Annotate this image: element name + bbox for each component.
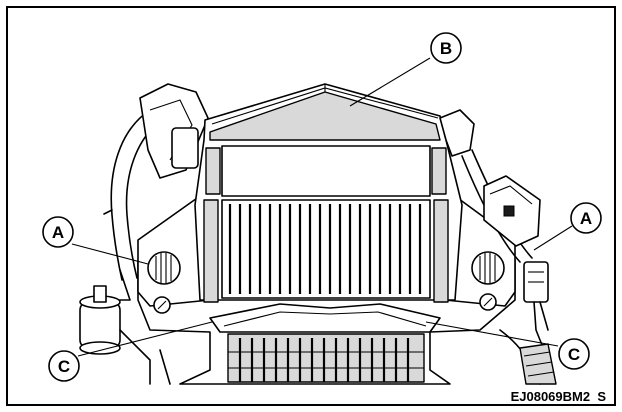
svg-text:B: B (440, 39, 452, 58)
leader-lines (71, 57, 573, 357)
svg-text:C: C (58, 357, 70, 376)
figure-frame (6, 6, 616, 406)
right-hose-assembly (439, 109, 557, 385)
left-hose-assembly (103, 83, 209, 301)
callout-b: B (430, 32, 462, 64)
right-gauge (479, 293, 497, 311)
left-vent (147, 251, 181, 285)
svg-text:C: C (568, 345, 580, 364)
callout-c-left: C (48, 350, 80, 382)
lower-ducts (209, 303, 441, 333)
figure-code: EJ08069BM2 S (511, 389, 607, 404)
callout-a-left: A (42, 216, 74, 248)
left-filter (79, 285, 121, 355)
bottom-left-parts (119, 329, 171, 385)
callout-c-right: C (558, 338, 590, 370)
left-gauge (153, 296, 171, 314)
svg-text:A: A (580, 209, 592, 228)
callout-a-right: A (570, 202, 602, 234)
cooling-fins (228, 204, 422, 294)
right-vent (471, 251, 505, 285)
svg-text:A: A (52, 223, 64, 242)
bottom-grille (227, 333, 425, 383)
